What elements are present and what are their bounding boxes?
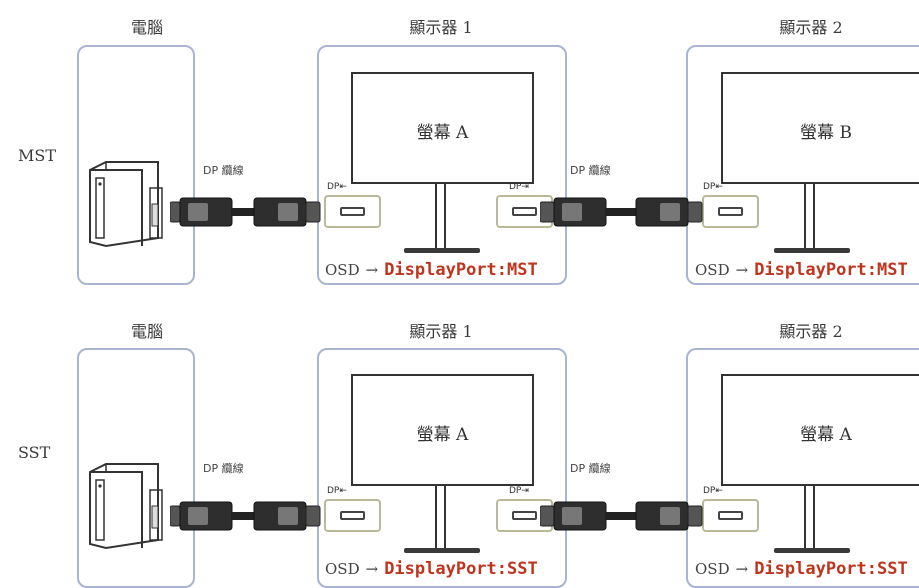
- osd-value: DisplayPort:SST: [384, 559, 538, 579]
- monitor2-stand: [804, 486, 815, 552]
- dp-in-port: [702, 195, 759, 228]
- monitor2-base: [774, 548, 850, 553]
- monitor1-title: 顯示器 1: [409, 18, 473, 37]
- monitor2-title: 顯示器 2: [779, 18, 843, 37]
- port-slot: [340, 207, 365, 216]
- pc-title: 電腦: [130, 18, 164, 37]
- screen-label: 螢幕 A: [416, 425, 469, 445]
- monitor1-screen: 螢幕 A: [351, 374, 534, 486]
- dp-cable-icon: [540, 197, 703, 227]
- monitor2-screen: 螢幕 A: [721, 374, 919, 486]
- port-slot: [340, 511, 365, 520]
- port-tag: DP⇥: [509, 182, 529, 192]
- osd-setting: OSD → DisplayPort:SST: [695, 559, 908, 579]
- osd-arrow: →: [735, 261, 749, 279]
- port-tag: DP⇤: [327, 486, 347, 496]
- screen-label: 螢幕 A: [800, 425, 852, 445]
- monitor1-screen: 螢幕 A: [351, 72, 534, 184]
- cable-label: DP 纜線: [203, 164, 244, 177]
- monitor1-stand: [435, 486, 446, 552]
- port-tag: DP⇤: [703, 182, 723, 192]
- osd-prefix: OSD: [695, 560, 730, 578]
- pc-tower-icon: [89, 463, 163, 550]
- monitor2-base: [774, 248, 850, 253]
- osd-prefix: OSD: [695, 261, 730, 279]
- port-tag: DP⇥: [509, 486, 529, 496]
- dp-in-port: [324, 195, 381, 228]
- osd-setting: OSD → DisplayPort:MST: [325, 260, 538, 280]
- osd-arrow: →: [735, 560, 749, 578]
- port-slot: [718, 511, 743, 520]
- dp-cable-icon: [540, 501, 703, 531]
- cable-label: DP 纜線: [570, 164, 611, 177]
- pc-tower-icon: [89, 161, 163, 248]
- port-slot: [512, 511, 537, 520]
- screen-label: 螢幕 A: [416, 123, 469, 143]
- osd-value: DisplayPort:SST: [754, 559, 908, 579]
- pc-title: 電腦: [130, 322, 164, 341]
- port-tag: DP⇤: [327, 182, 347, 192]
- screen-label: 螢幕 B: [800, 123, 852, 143]
- monitor1-base: [404, 548, 480, 553]
- osd-prefix: OSD: [325, 261, 360, 279]
- port-tag: DP⇤: [703, 486, 723, 496]
- monitor1-title: 顯示器 1: [409, 322, 473, 341]
- osd-value: DisplayPort:MST: [754, 260, 908, 280]
- cable-label: DP 纜線: [203, 462, 244, 475]
- monitor1-stand: [435, 184, 446, 252]
- monitor2-title: 顯示器 2: [779, 322, 843, 341]
- port-slot: [512, 207, 537, 216]
- mode-label: MST: [18, 146, 57, 165]
- monitor2-screen: 螢幕 B: [721, 72, 919, 184]
- mode-label: SST: [18, 443, 51, 462]
- dp-in-port: [702, 499, 759, 532]
- osd-setting: OSD → DisplayPort:MST: [695, 260, 908, 280]
- cable-label: DP 纜線: [570, 462, 611, 475]
- monitor1-base: [404, 248, 480, 253]
- osd-prefix: OSD: [325, 560, 360, 578]
- dp-cable-icon: [170, 197, 321, 227]
- dp-cable-icon: [170, 501, 321, 531]
- osd-arrow: →: [365, 560, 379, 578]
- port-slot: [718, 207, 743, 216]
- monitor2-stand: [804, 184, 815, 252]
- osd-arrow: →: [365, 261, 379, 279]
- osd-setting: OSD → DisplayPort:SST: [325, 559, 538, 579]
- dp-in-port: [324, 499, 381, 532]
- osd-value: DisplayPort:MST: [384, 260, 538, 280]
